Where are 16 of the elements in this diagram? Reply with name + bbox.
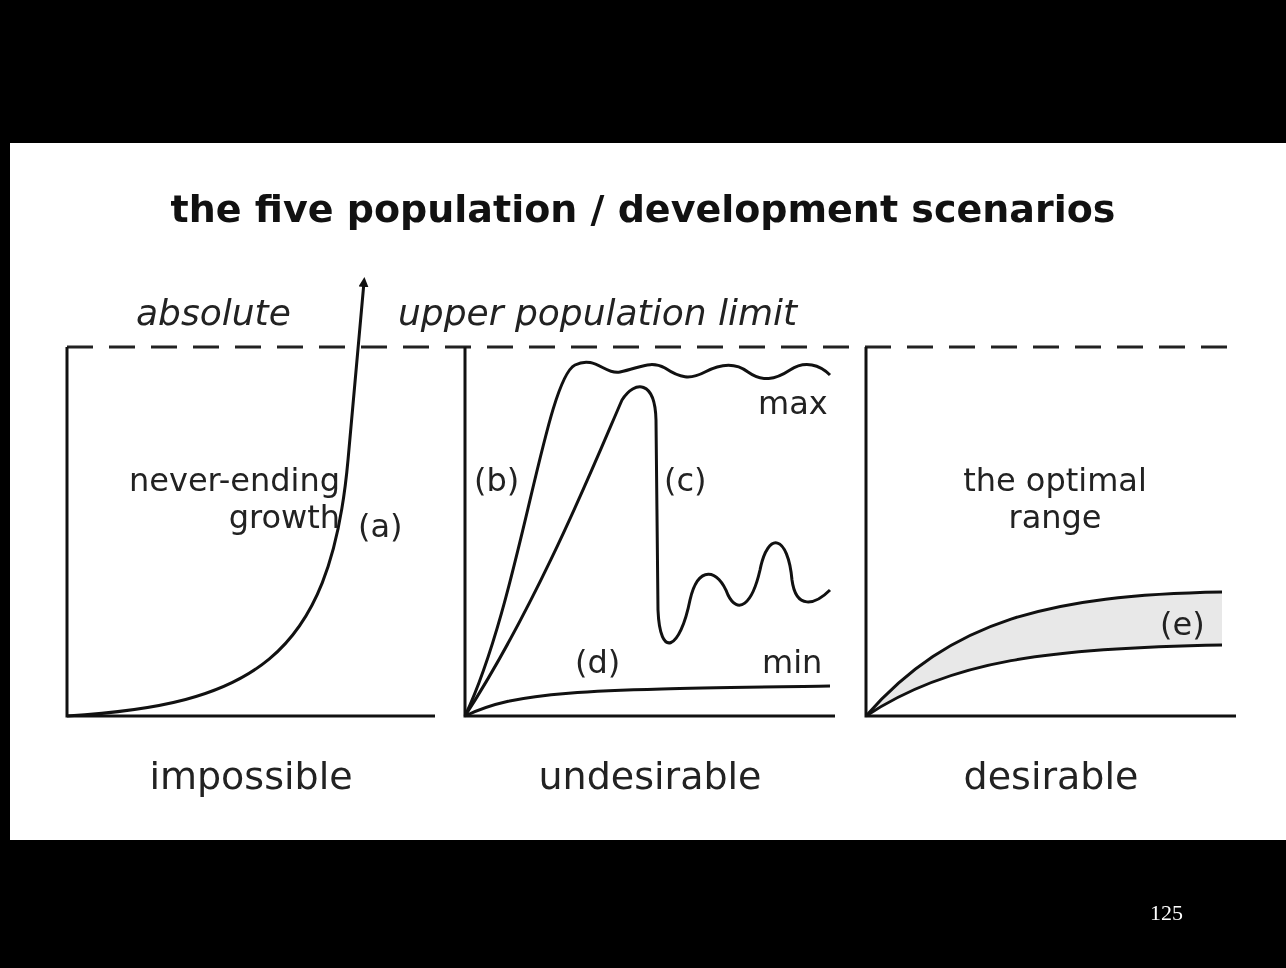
curve-label: (e): [1160, 606, 1205, 643]
graph-annotation: the optimal range: [962, 462, 1148, 536]
limit-label: upper population limit: [398, 292, 798, 334]
curve-label: max: [758, 385, 828, 422]
graph-annotation: never-ending growth: [128, 462, 340, 536]
limit-label: absolute: [136, 292, 291, 334]
title: the five population / development scenarios: [169, 188, 1117, 232]
curve-label: (c): [664, 462, 707, 499]
curve-label: (b): [474, 462, 520, 499]
page-number: 125: [1150, 900, 1183, 926]
curve-label: min: [762, 644, 823, 681]
panel-caption: undesirable: [537, 755, 763, 799]
panel-caption: impossible: [148, 755, 354, 799]
curve-label: (d): [575, 644, 621, 681]
curve-label: (a): [358, 508, 403, 545]
panel-caption: desirable: [962, 755, 1140, 799]
